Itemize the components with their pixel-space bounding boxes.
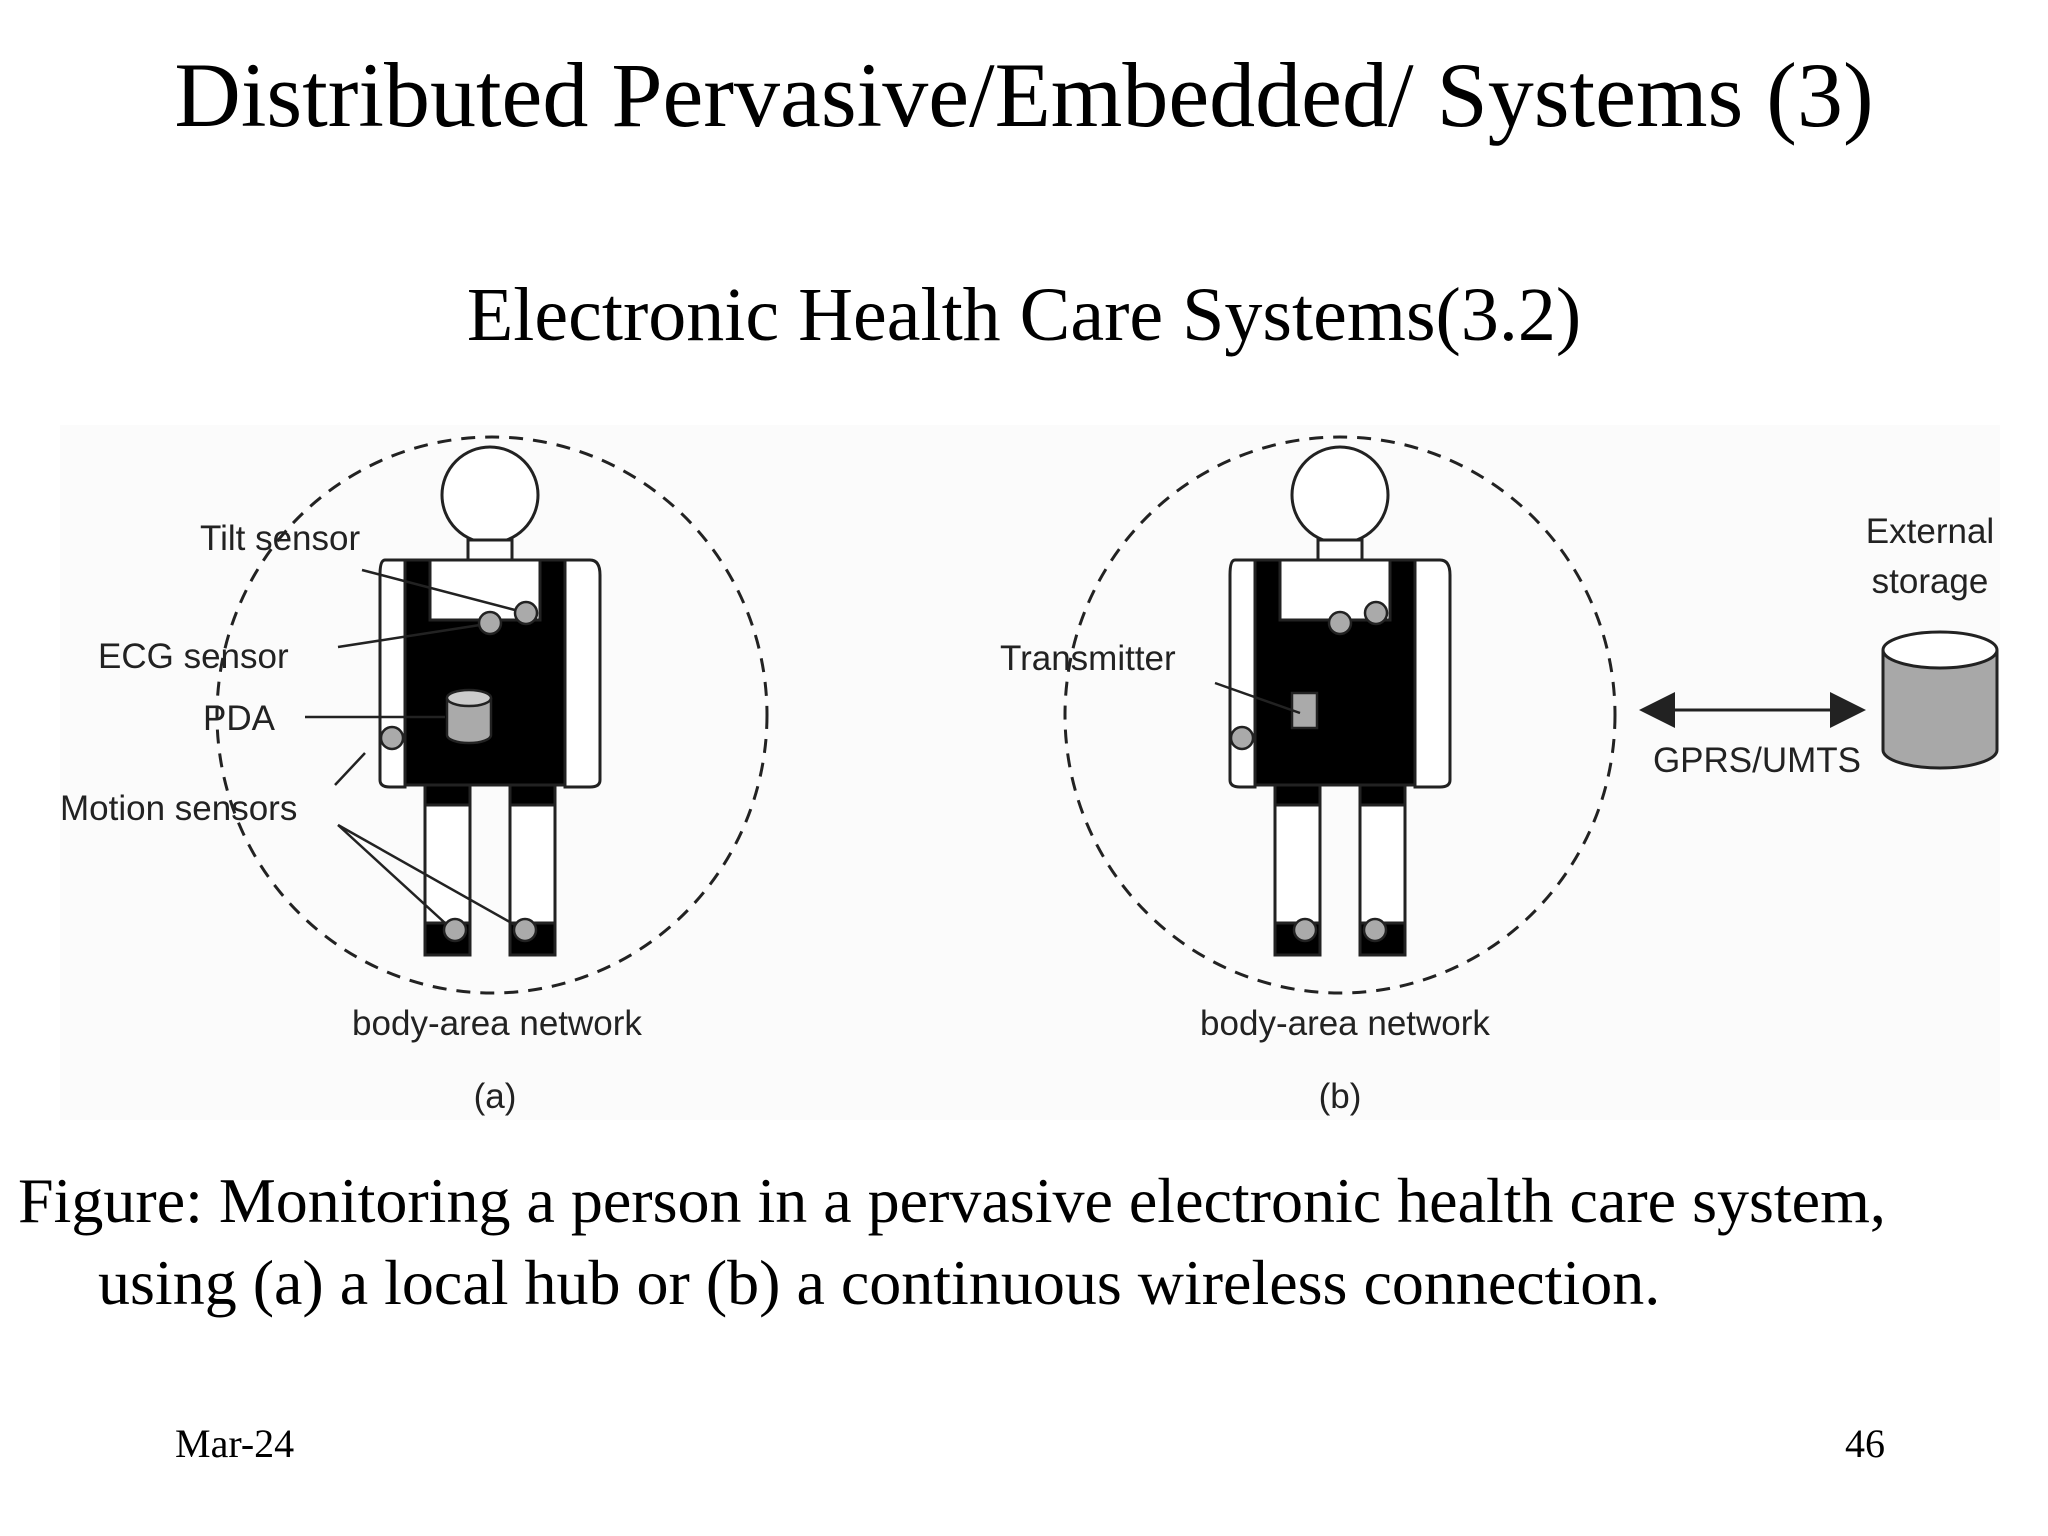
left-arm-a: [378, 558, 407, 789]
right-arm-a: [563, 558, 602, 789]
left-foot-motion-sensor-dot-a: [442, 917, 468, 943]
tilt-sensor-dot-a: [513, 600, 539, 626]
footer-date: Mar-24: [175, 1421, 295, 1466]
right-foot-motion-sensor-dot-a: [512, 917, 538, 943]
ecg-sensor-dot-b: [1327, 610, 1353, 636]
right-shin-b: [1358, 803, 1407, 932]
arm-motion-sensor-dot-b: [1229, 725, 1255, 751]
ecg-sensor-dot-a: [477, 610, 503, 636]
body-area-network-boundary-b: [1063, 435, 1617, 995]
left-foot-motion-sensor-dot-b: [1292, 917, 1318, 943]
ecg-sensor-label: ECG sensor: [98, 637, 289, 676]
slide-subtitle: Electronic Health Care Systems(3.2): [466, 273, 1582, 357]
figure-svg: Tilt sensor ECG sensor PDA Motion sensor…: [60, 435, 1999, 1116]
panel-a-caption: (a): [474, 1077, 517, 1116]
head-b: [1290, 445, 1390, 545]
body-area-network-boundary-a: [215, 435, 769, 995]
leader-lines-a: [305, 568, 516, 927]
motion-sensors-label: Motion sensors: [60, 789, 297, 828]
body-area-network-label-a: body-area network: [352, 1004, 642, 1043]
right-arm-b: [1413, 558, 1452, 789]
external-storage-label-line1: External: [1866, 512, 1994, 551]
external-storage-label-line2: storage: [1872, 562, 1989, 601]
pda-device-icon: [445, 688, 493, 745]
right-foot-motion-sensor-dot-b: [1362, 917, 1388, 943]
external-storage-icon: [1881, 630, 1999, 770]
slide-title: Distributed Pervasive/Embedded/ Systems …: [174, 44, 1874, 146]
left-shin-a: [423, 803, 472, 932]
neck-b: [1316, 538, 1364, 562]
left-shin-b: [1273, 803, 1322, 932]
pda-label: PDA: [203, 699, 276, 738]
panel-b: Transmitter External storage GPRS/UMTS b…: [1000, 435, 1999, 1116]
left-arm-b: [1228, 558, 1257, 789]
right-shin-a: [508, 803, 557, 932]
transmitter-leader-line: [1214, 681, 1301, 715]
gprs-umts-label: GPRS/UMTS: [1653, 741, 1861, 780]
panel-a: Tilt sensor ECG sensor PDA Motion sensor…: [60, 435, 769, 1116]
tilt-sensor-dot-b: [1363, 600, 1389, 626]
person-figure-a: [378, 445, 602, 957]
figure-caption-line-2: using (a) a local hub or (b) a continuou…: [98, 1247, 1661, 1318]
page-number: 46: [1845, 1421, 1885, 1466]
transmitter-label: Transmitter: [1000, 639, 1176, 678]
tilt-sensor-label: Tilt sensor: [200, 519, 360, 558]
figure-caption-line-1: Figure: Monitoring a person in a pervasi…: [18, 1165, 1886, 1236]
head-a: [440, 445, 540, 545]
body-area-network-label-b: body-area network: [1200, 1004, 1490, 1043]
health-monitoring-figure: Tilt sensor ECG sensor PDA Motion sensor…: [60, 425, 2000, 1120]
neck-a: [466, 538, 514, 562]
panel-b-caption: (b): [1319, 1077, 1362, 1116]
figure-caption: Figure: Monitoring a person in a pervasi…: [18, 1160, 2038, 1324]
arm-motion-sensor-dot-a: [379, 725, 405, 751]
